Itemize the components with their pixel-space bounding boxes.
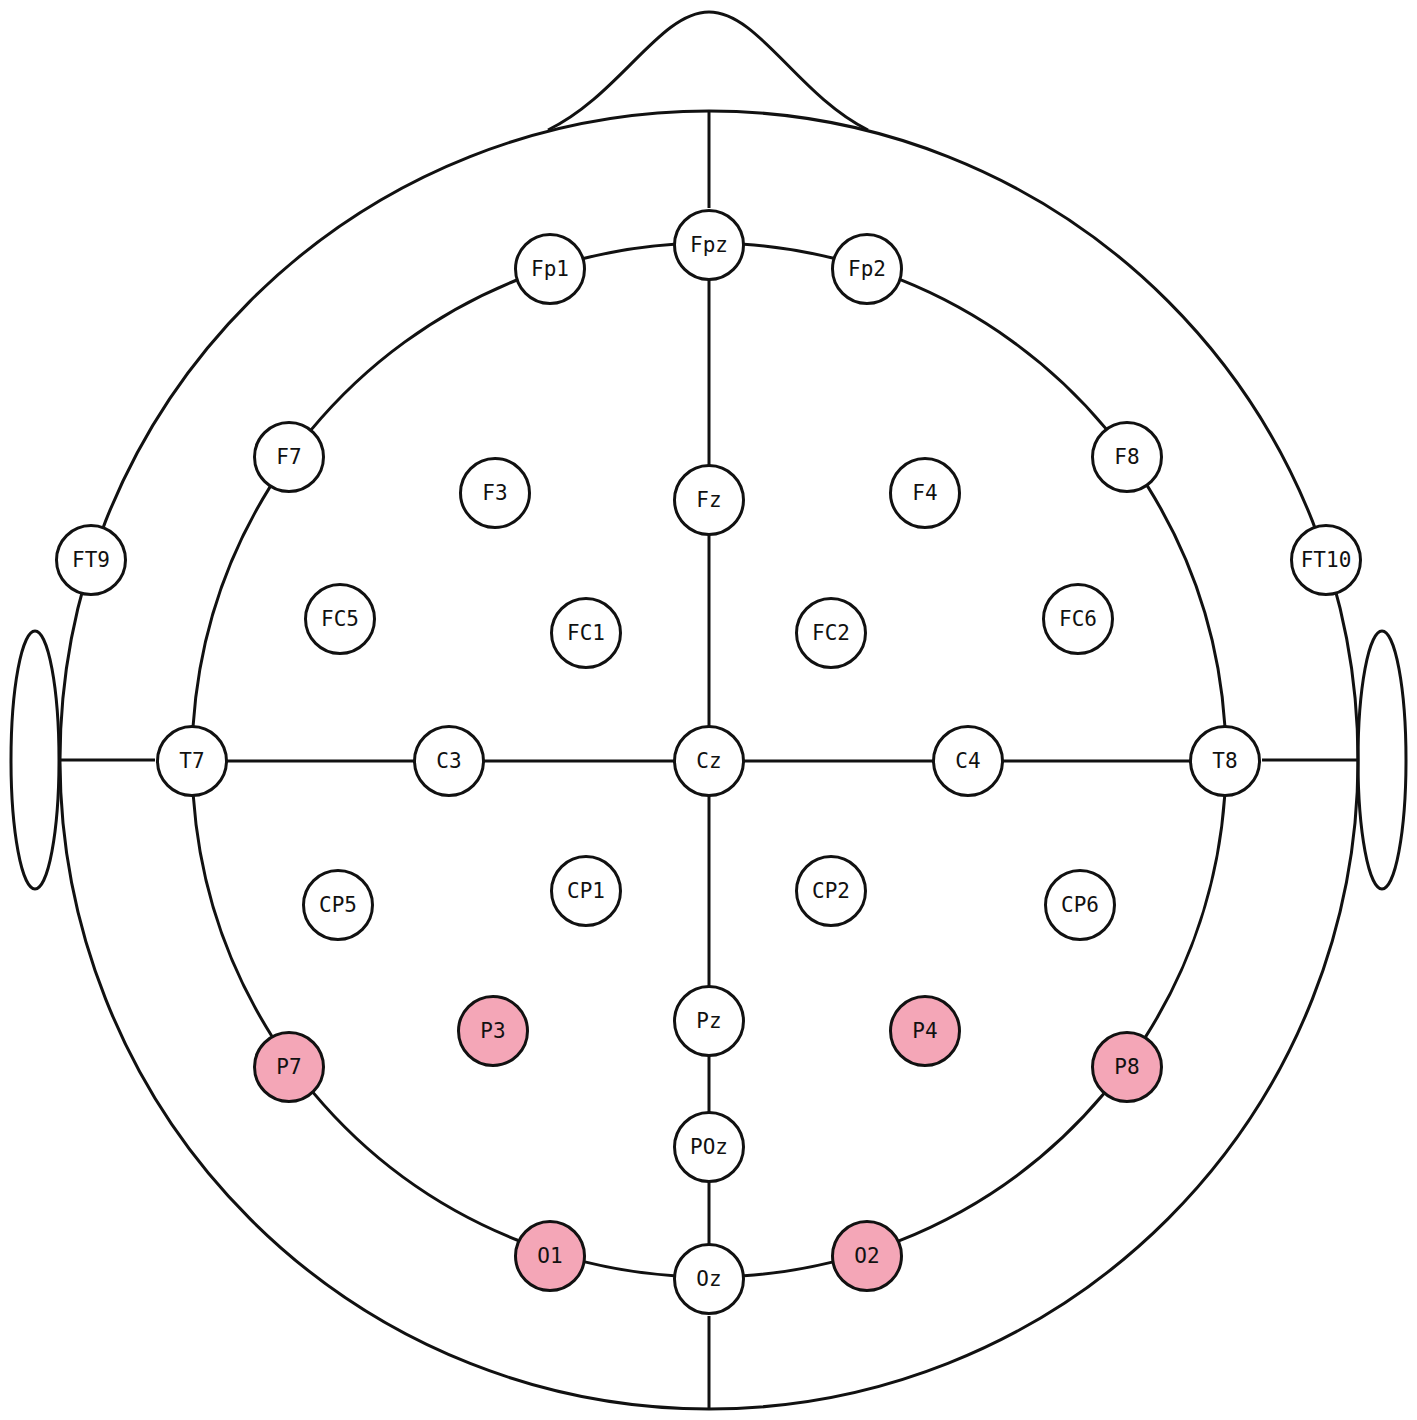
electrode-connector — [708, 535, 711, 726]
electrode-label: FC2 — [795, 597, 867, 669]
electrode-node: FT9 — [55, 524, 127, 596]
electrode-node: P7 — [253, 1031, 325, 1103]
electrode-label: FC6 — [1042, 583, 1114, 655]
electrode-label: CP2 — [795, 855, 867, 927]
electrode-node: CP5 — [302, 869, 374, 941]
electrode-node: FC6 — [1042, 583, 1114, 655]
electrode-node: F3 — [459, 457, 531, 529]
electrode-label: Oz — [673, 1243, 745, 1315]
electrode-connector — [484, 760, 674, 763]
electrode-label: Pz — [673, 985, 745, 1057]
electrode-node: Cz — [673, 725, 745, 797]
electrode-label: FT9 — [55, 524, 127, 596]
electrode-node: P3 — [457, 995, 529, 1067]
electrode-connector — [313, 1093, 518, 1241]
electrode-label: C3 — [413, 725, 485, 797]
electrode-label: Fpz — [673, 209, 745, 281]
electrode-connector — [708, 1056, 711, 1112]
electrode-node: F8 — [1091, 421, 1163, 493]
electrode-label: T7 — [156, 725, 228, 797]
electrode-label: CP6 — [1044, 869, 1116, 941]
electrode-label: P8 — [1091, 1031, 1163, 1103]
electrode-node: T8 — [1189, 725, 1261, 797]
electrode-connector — [708, 1182, 711, 1244]
midline — [708, 111, 711, 208]
electrode-connector — [583, 244, 674, 258]
electrode-label: Fz — [673, 464, 745, 536]
electrode-connector — [900, 280, 1106, 429]
electrode-label: P4 — [889, 995, 961, 1067]
electrode-node: P4 — [889, 995, 961, 1067]
electrode-connector — [585, 1262, 674, 1276]
electrode-label: F8 — [1091, 421, 1163, 493]
electrode-connector — [1145, 796, 1224, 1037]
electrode-node: P8 — [1091, 1031, 1163, 1103]
electrode-label: FC1 — [550, 597, 622, 669]
electrode-connector — [193, 487, 270, 726]
electrode-connector — [744, 244, 834, 258]
electrode-label: CP5 — [302, 869, 374, 941]
electrode-connector — [899, 1094, 1104, 1241]
electrode-node: T7 — [156, 725, 228, 797]
electrode-node: CP6 — [1044, 869, 1116, 941]
electrode-label: F7 — [253, 421, 325, 493]
electrode-connector — [1147, 486, 1225, 726]
electrode-label: FT10 — [1290, 524, 1362, 596]
electrode-node: Oz — [673, 1243, 745, 1315]
electrode-node: Fpz — [673, 209, 745, 281]
electrode-node: O1 — [514, 1220, 586, 1292]
electrode-connector — [744, 1262, 832, 1276]
electrode-node: Fp1 — [514, 233, 586, 305]
electrode-node: F4 — [889, 457, 961, 529]
electrode-node: O2 — [831, 1220, 903, 1292]
coronal-line — [1262, 759, 1357, 762]
electrode-connector — [1003, 760, 1190, 763]
electrode-label: CP1 — [550, 855, 622, 927]
electrode-node: FC5 — [304, 583, 376, 655]
coronal-line — [60, 759, 155, 762]
left-ear — [11, 631, 59, 889]
electrode-connector — [311, 280, 517, 430]
electrode-node: C3 — [413, 725, 485, 797]
electrode-label: O2 — [831, 1220, 903, 1292]
electrode-node: F7 — [253, 421, 325, 493]
electrode-label: P7 — [253, 1031, 325, 1103]
electrode-label: FC5 — [304, 583, 376, 655]
electrode-node: C4 — [932, 725, 1004, 797]
electrode-node: FC2 — [795, 597, 867, 669]
electrode-node: Fp2 — [831, 233, 903, 305]
electrode-connector — [744, 760, 933, 763]
electrode-connector — [227, 760, 414, 763]
electrode-label: POz — [673, 1111, 745, 1183]
midline — [708, 1316, 711, 1409]
right-ear — [1358, 631, 1406, 889]
electrode-label: C4 — [932, 725, 1004, 797]
electrode-label: F3 — [459, 457, 531, 529]
electrode-connector — [193, 796, 272, 1036]
electrode-node: CP1 — [550, 855, 622, 927]
electrode-node: POz — [673, 1111, 745, 1183]
electrode-node: FT10 — [1290, 524, 1362, 596]
electrode-label: T8 — [1189, 725, 1261, 797]
electrode-label: O1 — [514, 1220, 586, 1292]
head-circle — [60, 111, 1358, 1409]
electrode-connector — [708, 796, 711, 986]
electrode-connector — [708, 280, 711, 465]
electrode-label: Cz — [673, 725, 745, 797]
electrode-label: P3 — [457, 995, 529, 1067]
electrode-label: Fp2 — [831, 233, 903, 305]
electrode-node: CP2 — [795, 855, 867, 927]
electrode-node: Pz — [673, 985, 745, 1057]
electrode-node: FC1 — [550, 597, 622, 669]
electrode-node: Fz — [673, 464, 745, 536]
electrode-label: F4 — [889, 457, 961, 529]
electrode-label: Fp1 — [514, 233, 586, 305]
